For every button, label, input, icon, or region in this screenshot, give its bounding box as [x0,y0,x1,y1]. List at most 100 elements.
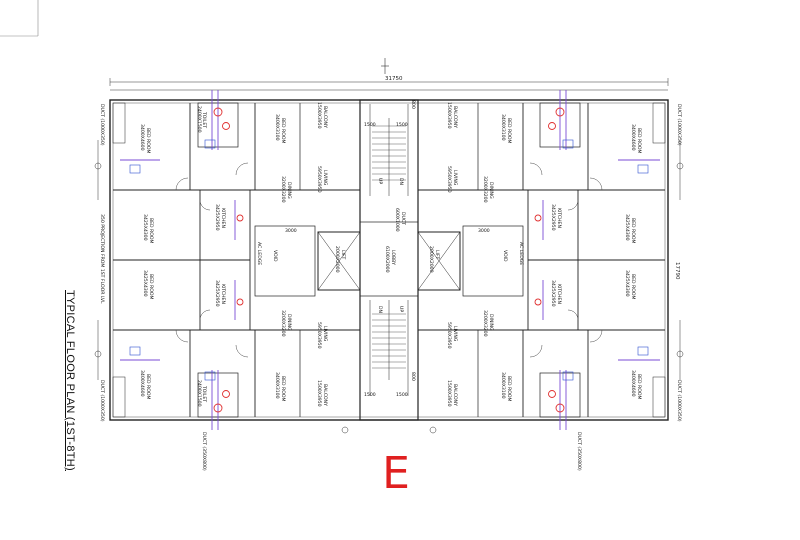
label-dining-ul-size: 3200X3200 [280,176,286,203]
label-bedroom-lr: BED ROOM [636,374,642,399]
label-bedroom-ll: BED ROOM [145,374,151,399]
label-lift-r-size: 2000X2000 [428,246,434,273]
label-toilet-ll: TOILET [201,385,207,402]
dim-1500-br: 1500 [396,392,408,398]
label-ac-ledge-r: AC LEDGE [518,242,524,265]
dim-800-t: 800 [410,100,416,109]
label-bedroom3-r1: BED ROOM [630,218,636,243]
label-bedroom-ur-size: 3400X4600 [630,124,636,151]
overall-width-dimension [109,78,669,91]
label-kitchen-r2-size: 3425X2950 [550,280,556,307]
label-dn-bottom: DN [377,306,383,313]
label-kitchen-l1: KITCHEN [220,208,226,228]
label-bedroom2-ur: BED ROOM [506,118,512,143]
grid-markers [94,140,684,434]
label-bedroom3-r2-size: 3425X4300 [624,270,630,297]
central-core [317,99,461,421]
label-living-ll: LIVING [322,326,328,342]
label-bedroom3-r1-size: 3425X4300 [624,214,630,241]
door-swings [175,162,603,358]
label-dn-top: DN [398,178,404,185]
label-toilet-ul: TOILET [201,111,207,128]
label-living-lr: LIVING [452,326,458,342]
label-up-top: UP [377,178,383,184]
label-kitchen-l2-size: 3425X2950 [214,280,220,307]
label-dining-ll-size: 3200X3200 [280,310,286,337]
label-kitchen-l2: KITCHEN [220,284,226,304]
label-toilet-ul-size: 2400X1500 [196,106,202,133]
label-living-ur: LIVING [452,170,458,186]
label-duct-lr: DUCT (1000X350) [676,380,682,422]
label-balcony-ur-size: 1500X3950 [446,102,452,129]
label-dining-lr: DINING [488,314,494,331]
label-lobby-size: 6100X2000 [384,246,390,273]
label-balcony-ll: BALCONY [322,384,328,406]
label-bedroom3-l1: BED ROOM [148,218,154,243]
label-bedroom-ur: BED ROOM [636,128,642,153]
label-lobby: LOBBY [390,250,396,265]
label-bedroom-lr-size: 3400X4600 [630,370,636,397]
label-living-ur-size: 5950X3950 [446,166,452,193]
label-dining-ur: DINING [488,182,494,199]
label-duct-ll: DUCT (1000X350) [99,380,105,422]
label-projection-note: 350 PROJECTION FROM 1ST FLOOR LVL [99,214,105,304]
label-balcony-ul: BALCONY [322,106,328,128]
dim-3000-r: 3000 [478,228,490,234]
room-labels: BED ROOM 3400X4600 BED ROOM 3400X4600 BE… [99,100,682,471]
overall-depth-label: 17790 [674,262,680,280]
label-dining-ul: DINING [286,182,292,199]
label-bedroom2-ll: BED ROOM [280,376,286,401]
label-dining-ll: DINING [286,314,292,331]
label-bedroom2-lr-size: 3400X3100 [500,372,506,399]
dim-1500-tl: 1500 [364,122,376,128]
label-lift-l: LIFT [340,250,346,259]
label-duct-small-r: DUCT (350X800) [576,432,582,471]
label-bedroom2-ul-size: 3400X3100 [274,114,280,141]
right-wing [418,102,666,418]
label-void-l: VOID [272,250,278,262]
label-bedroom3-l2-size: 3425X4300 [142,270,148,297]
label-lift-r: LIFT [434,250,440,259]
label-dining-ur-size: 3200X3200 [482,176,488,203]
axis-marker-top [381,58,389,74]
overall-width-label: 31750 [385,76,403,82]
dim-1500-bl: 1500 [364,392,376,398]
label-bedroom-ll-size: 3400X4600 [139,370,145,397]
label-bedroom3-r2: BED ROOM [630,274,636,299]
label-kitchen-r1: KITCHEN [556,208,562,228]
label-living-ul-size: 5950X3950 [316,166,322,193]
label-duct-core-size: 600X1000 [394,208,400,232]
label-bedroom-ul: BED ROOM [145,128,151,153]
dim-1500-tr: 1500 [396,122,408,128]
label-dining-lr-size: 3200X3200 [482,310,488,337]
label-balcony-lr: BALCONY [452,384,458,406]
label-bedroom2-ur-size: 3400X3100 [500,114,506,141]
label-balcony-ur: BALCONY [452,106,458,128]
plumbing-services [120,90,660,430]
label-kitchen-l1-size: 3425X2950 [214,204,220,231]
label-living-ul: LIVING [322,170,328,186]
label-balcony-lr-size: 1500X3950 [446,380,452,407]
label-duct-ul: DUCT (1000X350) [99,104,105,146]
label-living-lr-size: 5950X3950 [446,322,452,349]
label-bedroom3-l1-size: 3425X4300 [142,214,148,241]
label-duct-core: DUCT [400,212,406,225]
label-duct-small-l: DUCT (350X800) [201,432,207,471]
label-bedroom2-lr: BED ROOM [506,376,512,401]
label-living-ll-size: 5950X3950 [316,322,322,349]
label-bedroom3-l2: BED ROOM [148,274,154,299]
label-up-bottom: UP [398,306,404,312]
label-bedroom-ul-size: 3400X4600 [139,124,145,151]
label-bedroom2-ll-size: 3400X3100 [274,372,280,399]
dim-3000-l: 3000 [285,228,297,234]
plan-title: TYPICAL FLOOR PLAN (1ST-8TH) [64,290,76,471]
label-balcony-ll-size: 1500X3950 [316,380,322,407]
label-void-r: VOID [502,250,508,262]
label-kitchen-r2: KITCHEN [556,284,562,304]
label-lift-l-size: 2000X2000 [334,246,340,273]
dim-800-b: 800 [410,372,416,381]
label-ac-ledge-l: AC LEDGE [256,242,262,265]
label-toilet-ll-size: 2400X1500 [196,380,202,407]
